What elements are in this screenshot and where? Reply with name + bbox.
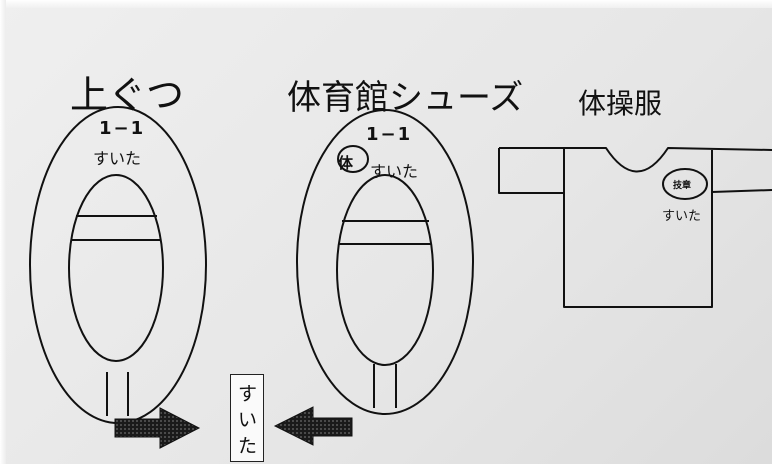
gym-shirt-badge-circle: [662, 168, 708, 200]
gym-shirt-name-label: すいた: [662, 209, 702, 224]
heading-gym-clothes: 体操服: [578, 87, 663, 120]
arrow-right-icon: [114, 407, 201, 449]
heading-gym-shoes: 体育館シューズ: [287, 78, 524, 118]
indoor-shoe-name-label: すいた: [93, 149, 142, 168]
gym-shoe-circle-mark: 体: [338, 154, 354, 172]
gym-shirt-outline: [498, 147, 772, 308]
heading-indoor-shoes: 上ぐつ: [70, 73, 185, 117]
paper-edge: [0, 0, 772, 8]
heel-name-tag: す い た: [230, 374, 264, 462]
gym-shoe-class-label: 1−1: [366, 124, 413, 145]
gym-shoe-drawing: [296, 109, 474, 415]
gym-shirt-badge-label: 技章: [673, 181, 692, 191]
gym-shirt-drawing: [498, 147, 772, 308]
heel-tag-char-2: い: [238, 409, 258, 431]
indoor-shoe-opening: [68, 174, 164, 362]
heel-tag-char-1: す: [238, 383, 258, 405]
heel-tag-char-3: た: [238, 435, 258, 457]
gym-shoe-mark-circle: [337, 145, 369, 173]
indoor-shoe-class-label: 1−1: [99, 118, 146, 139]
gym-shoe-sole-outline: [296, 109, 474, 415]
gym-shoe-opening: [336, 174, 434, 366]
arrow-left-icon: [273, 406, 353, 446]
gym-shoe-name-label: すいた: [370, 162, 419, 181]
paper-edge-left: [0, 0, 6, 464]
